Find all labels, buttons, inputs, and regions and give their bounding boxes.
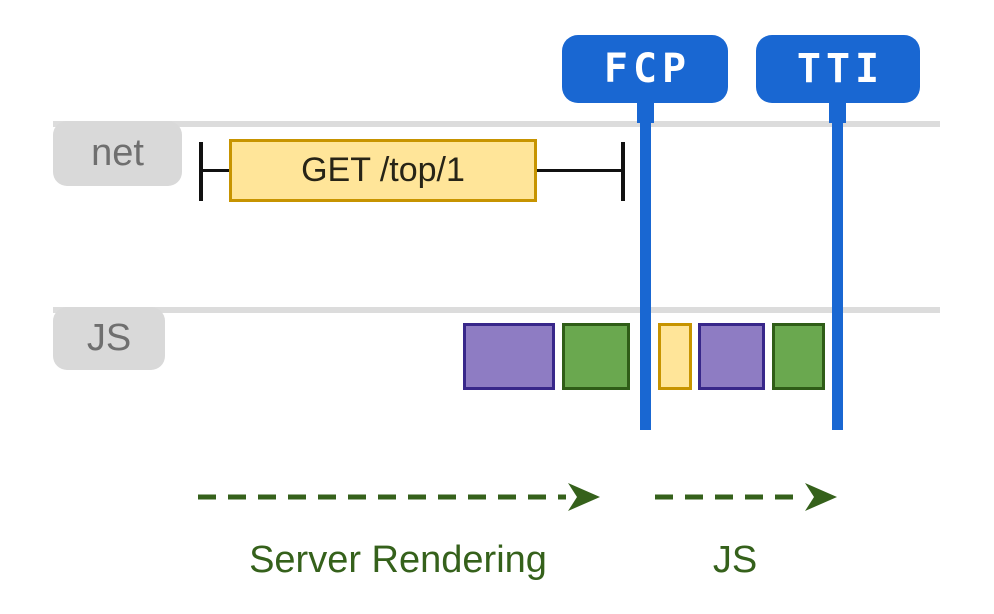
js-task-block-purple-4 (698, 323, 765, 390)
phase-label-server-rendering: Server Rendering (249, 539, 547, 581)
net-lane-track-line (53, 121, 940, 127)
tti-marker-line (832, 103, 843, 430)
js-lane-track-line (53, 307, 940, 313)
server-rendering-arrow-head (568, 483, 600, 511)
phase-label-js: JS (712, 539, 758, 581)
request-end-connector-line (537, 169, 621, 172)
js-lane-label: JS (53, 307, 165, 370)
fcp-badge: FCP (562, 35, 728, 103)
tti-badge-stem (829, 99, 846, 123)
fcp-badge-stem (637, 99, 654, 123)
js-task-block-green-2 (562, 323, 630, 390)
request-start-cap (199, 142, 203, 201)
net-lane-label: net (53, 121, 182, 186)
js-task-block-purple-1 (463, 323, 555, 390)
js-task-block-yellow-3 (658, 323, 692, 390)
request-start-connector-line (203, 169, 229, 172)
js-arrow-head (805, 483, 837, 511)
request-end-cap (621, 142, 625, 201)
network-request-bar: GET /top/1 (229, 139, 537, 202)
js-task-block-green-5 (772, 323, 825, 390)
tti-badge: TTI (756, 35, 920, 103)
fcp-marker-line (640, 103, 651, 430)
